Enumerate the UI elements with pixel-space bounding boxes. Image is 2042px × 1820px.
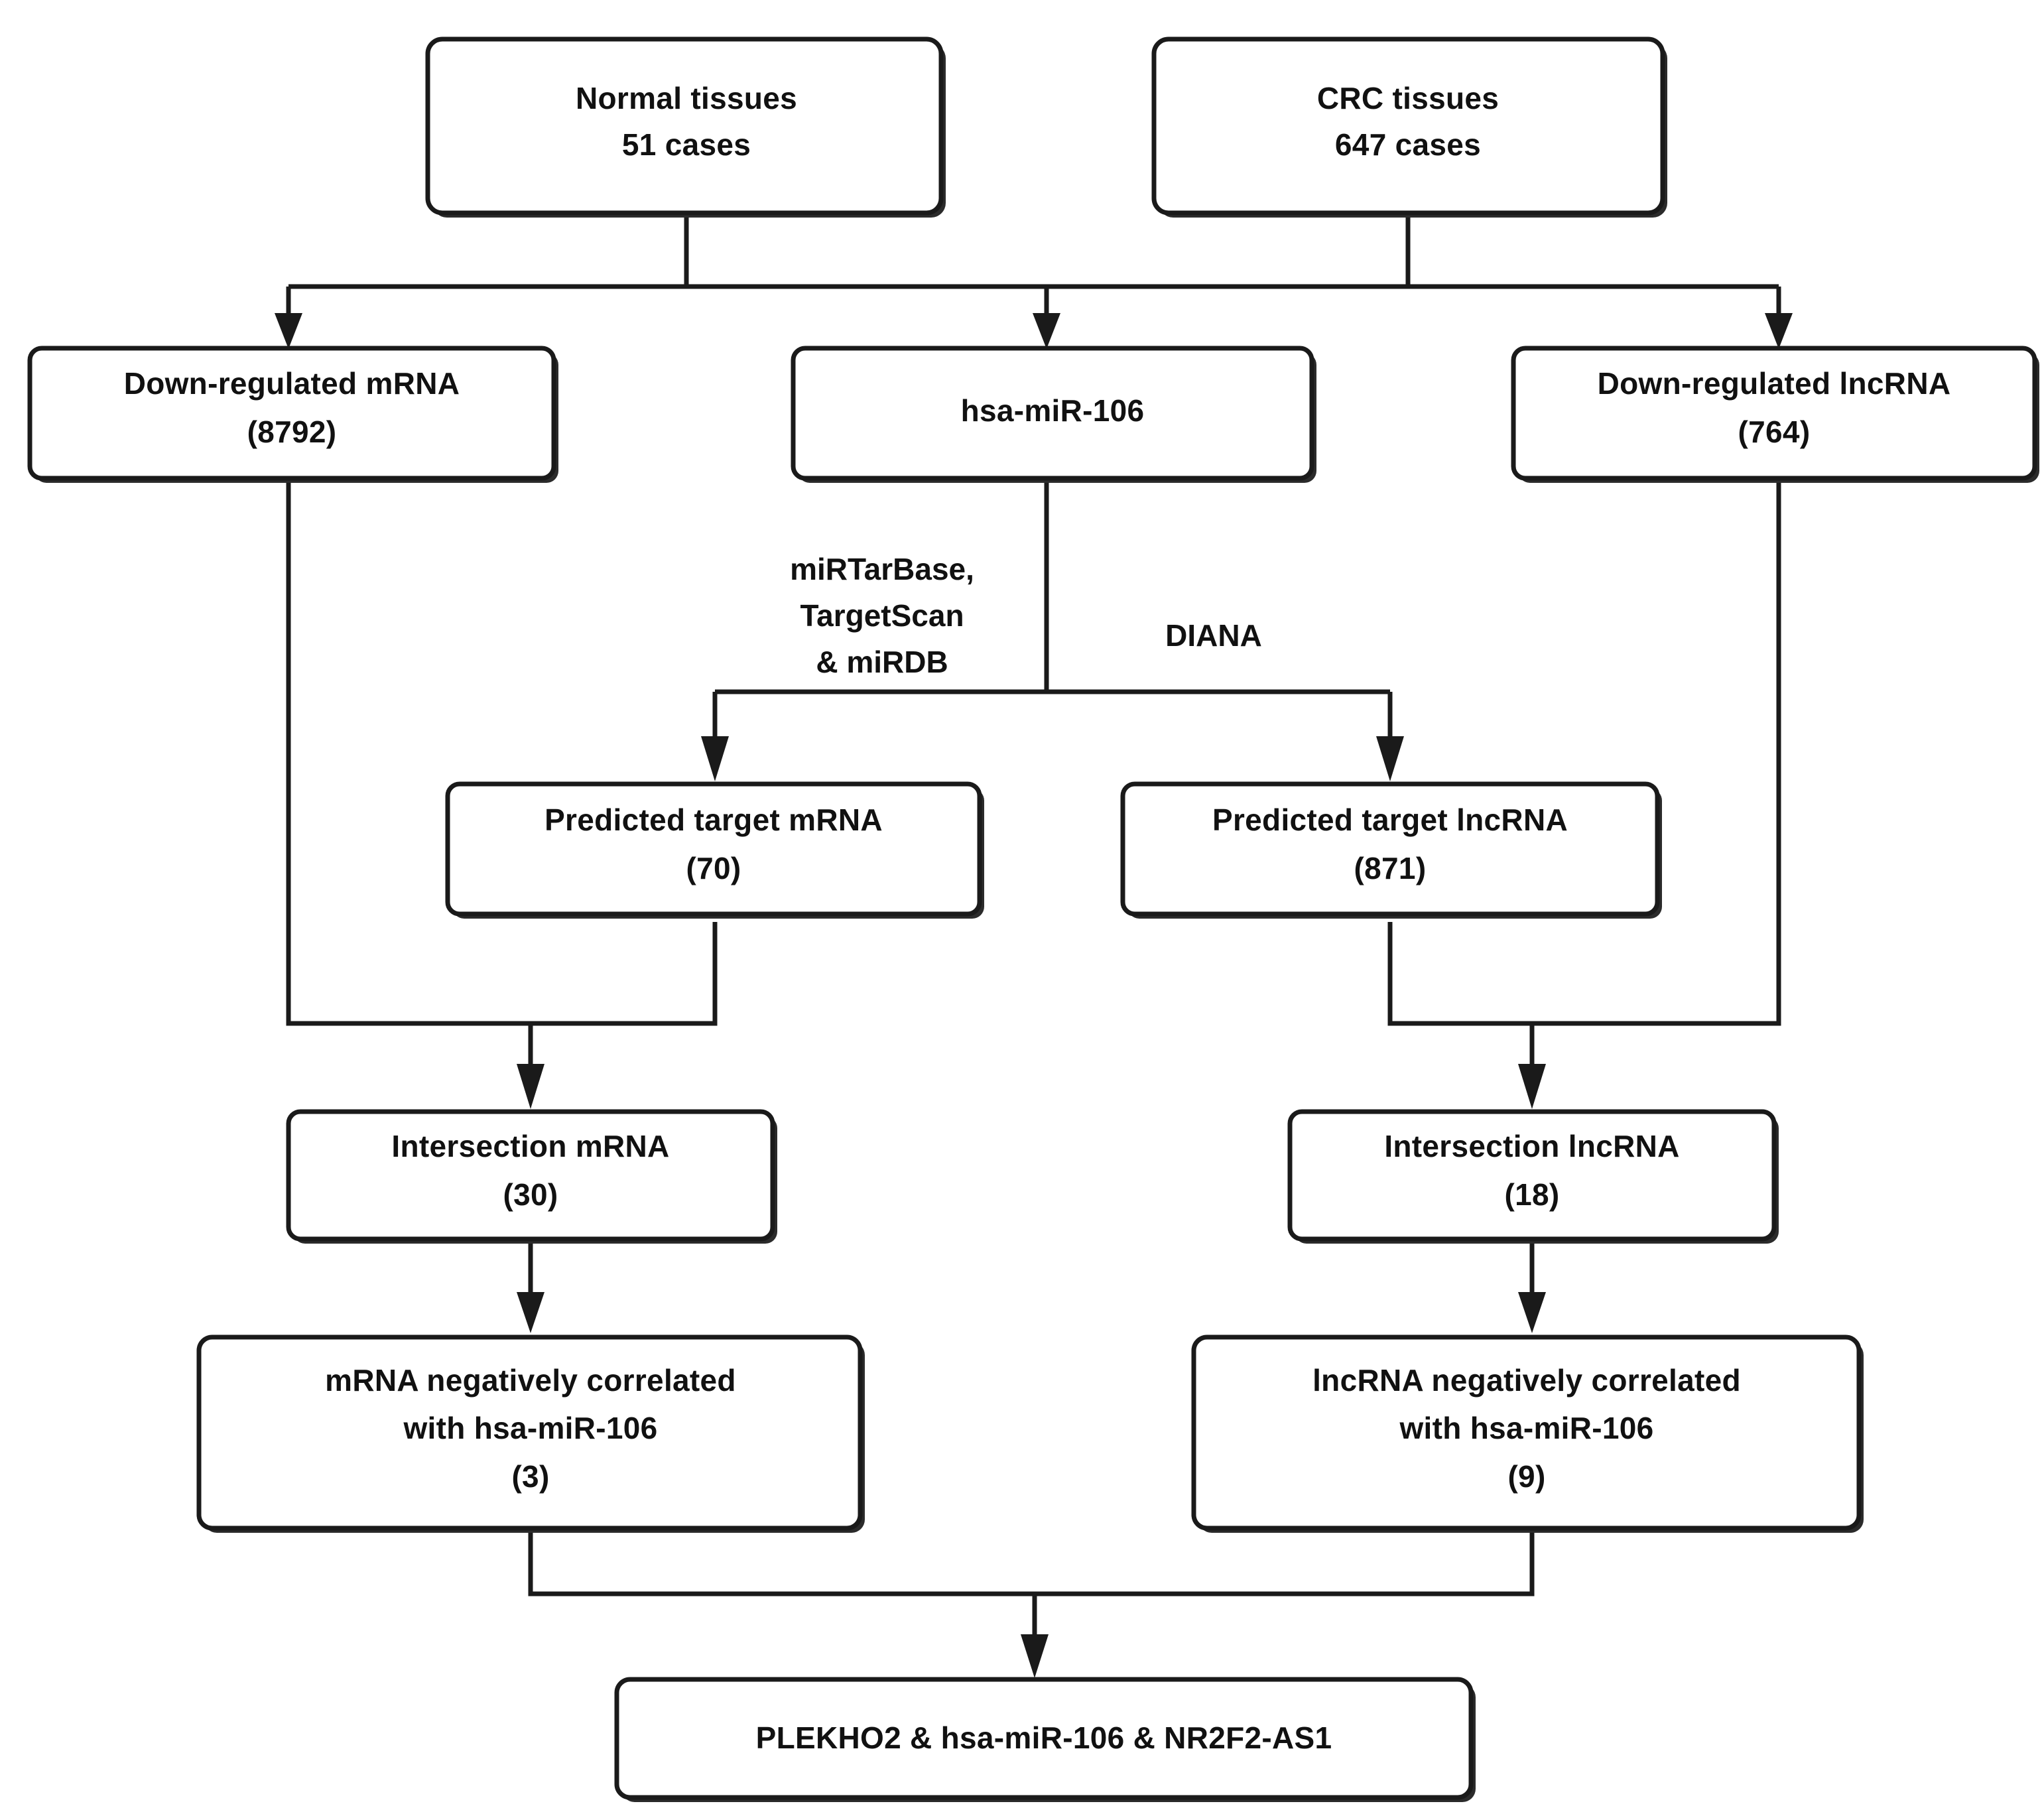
node-predicted-target-mrna-line1: Predicted target mRNA xyxy=(544,803,883,837)
edge-label-diana: DIANA xyxy=(1165,618,1262,653)
edge-pred-lncrna-leg xyxy=(1387,922,1532,1026)
node-intersection-mrna-rect xyxy=(286,1109,775,1242)
node-predicted-target-lncrna-line2: (871) xyxy=(1354,851,1427,885)
edge-down-mrna-leg xyxy=(286,479,531,1026)
node-down-regulated-mrna-line1: Down-regulated mRNA xyxy=(124,366,460,401)
arrowhead-to-neg-mrna xyxy=(517,1292,544,1333)
node-predicted-target-lncrna-line1: Predicted target lncRNA xyxy=(1212,803,1568,837)
edge-label-mirdb: & miRDB xyxy=(816,645,948,679)
node-predicted-target-mrna-rect xyxy=(445,781,982,917)
arrowhead-to-pred-lncrna xyxy=(1376,736,1404,781)
node-predicted-target-lncrna-rect xyxy=(1120,781,1660,917)
node-mrna-negatively-correlated-line3: (3) xyxy=(511,1459,549,1494)
node-normal-tissues-rect xyxy=(425,36,944,216)
node-mrna-negatively-correlated-rect xyxy=(196,1334,863,1531)
node-lncrna-negatively-correlated[interactable]: lncRNA negatively correlated with hsa-mi… xyxy=(1191,1334,1864,1533)
arrowhead-to-final xyxy=(1021,1634,1049,1678)
node-lncrna-negatively-correlated-line2: with hsa-miR-106 xyxy=(1399,1411,1653,1445)
node-lncrna-negatively-correlated-line1: lncRNA negatively correlated xyxy=(1312,1363,1741,1398)
node-down-regulated-lncrna[interactable]: Down-regulated lncRNA (764) xyxy=(1511,346,2039,483)
node-hsa-mir-106-line1: hsa-miR-106 xyxy=(961,393,1145,428)
node-intersection-lncrna-line1: Intersection lncRNA xyxy=(1384,1129,1679,1163)
arrowhead-to-inter-lncrna xyxy=(1518,1064,1546,1109)
node-intersection-lncrna[interactable]: Intersection lncRNA (18) xyxy=(1287,1109,1779,1244)
node-crc-tissues-line2: 647 cases xyxy=(1335,127,1481,162)
node-mrna-negatively-correlated[interactable]: mRNA negatively correlated with hsa-miR-… xyxy=(196,1334,865,1533)
node-predicted-target-lncrna[interactable]: Predicted target lncRNA (871) xyxy=(1120,781,1662,919)
node-final-ceRNA-axis-line1: PLEKHO2 & hsa-miR-106 & NR2F2-AS1 xyxy=(756,1721,1332,1755)
node-down-regulated-mrna[interactable]: Down-regulated mRNA (8792) xyxy=(27,346,558,483)
arrowhead-to-pred-mrna xyxy=(701,736,729,781)
node-down-regulated-lncrna-line2: (764) xyxy=(1738,415,1811,449)
node-down-regulated-mrna-rect xyxy=(27,346,556,481)
node-normal-tissues-line1: Normal tissues xyxy=(576,81,797,115)
edge-down-lncrna-leg xyxy=(1532,479,1781,1026)
node-intersection-mrna[interactable]: Intersection mRNA (30) xyxy=(286,1109,777,1244)
node-hsa-mir-106-rect xyxy=(791,346,1314,481)
node-lncrna-negatively-correlated-rect xyxy=(1191,1334,1862,1531)
arrowhead-to-neg-lncrna xyxy=(1518,1292,1546,1333)
node-crc-tissues[interactable]: CRC tissues 647 cases xyxy=(1151,36,1667,218)
node-down-regulated-lncrna-rect xyxy=(1511,346,2037,481)
connector-layer xyxy=(275,212,1793,1678)
node-final-ceRNA-axis[interactable]: PLEKHO2 & hsa-miR-106 & NR2F2-AS1 xyxy=(614,1677,1476,1802)
node-intersection-lncrna-rect xyxy=(1287,1109,1777,1242)
arrowhead-to-inter-mrna xyxy=(517,1064,544,1109)
edge-neg-lncrna-final-leg xyxy=(1035,1531,1535,1596)
node-normal-tissues-line2: 51 cases xyxy=(622,127,751,162)
node-final-ceRNA-axis-rect xyxy=(614,1677,1474,1800)
arrowhead-to-down-lncrna xyxy=(1765,313,1793,349)
node-intersection-lncrna-line2: (18) xyxy=(1504,1177,1559,1212)
arrowhead-to-mirna xyxy=(1033,313,1060,349)
node-predicted-target-mrna-line2: (70) xyxy=(686,851,741,885)
node-intersection-mrna-line2: (30) xyxy=(503,1177,558,1212)
edge-label-mirtarbase: miRTarBase, xyxy=(790,552,974,586)
node-mrna-negatively-correlated-line2: with hsa-miR-106 xyxy=(403,1411,657,1445)
node-lncrna-negatively-correlated-line3: (9) xyxy=(1507,1459,1545,1494)
node-predicted-target-mrna[interactable]: Predicted target mRNA (70) xyxy=(445,781,984,919)
arrowhead-to-down-mrna xyxy=(275,313,302,349)
edge-label-mrna-databases: miRTarBase, TargetScan & miRDB xyxy=(790,552,974,679)
node-down-regulated-lncrna-line1: Down-regulated lncRNA xyxy=(1598,366,1951,401)
node-intersection-mrna-line1: Intersection mRNA xyxy=(391,1129,669,1163)
edge-neg-mrna-final-leg xyxy=(528,1531,1035,1596)
edge-label-targetscan: TargetScan xyxy=(800,598,964,633)
node-hsa-mir-106[interactable]: hsa-miR-106 xyxy=(791,346,1316,483)
node-down-regulated-mrna-line2: (8792) xyxy=(247,415,337,449)
edge-pred-mrna-leg xyxy=(531,922,718,1026)
node-crc-tissues-rect xyxy=(1151,36,1665,216)
node-mrna-negatively-correlated-line1: mRNA negatively correlated xyxy=(325,1363,736,1398)
node-crc-tissues-line1: CRC tissues xyxy=(1317,81,1499,115)
node-normal-tissues[interactable]: Normal tissues 51 cases xyxy=(425,36,946,218)
